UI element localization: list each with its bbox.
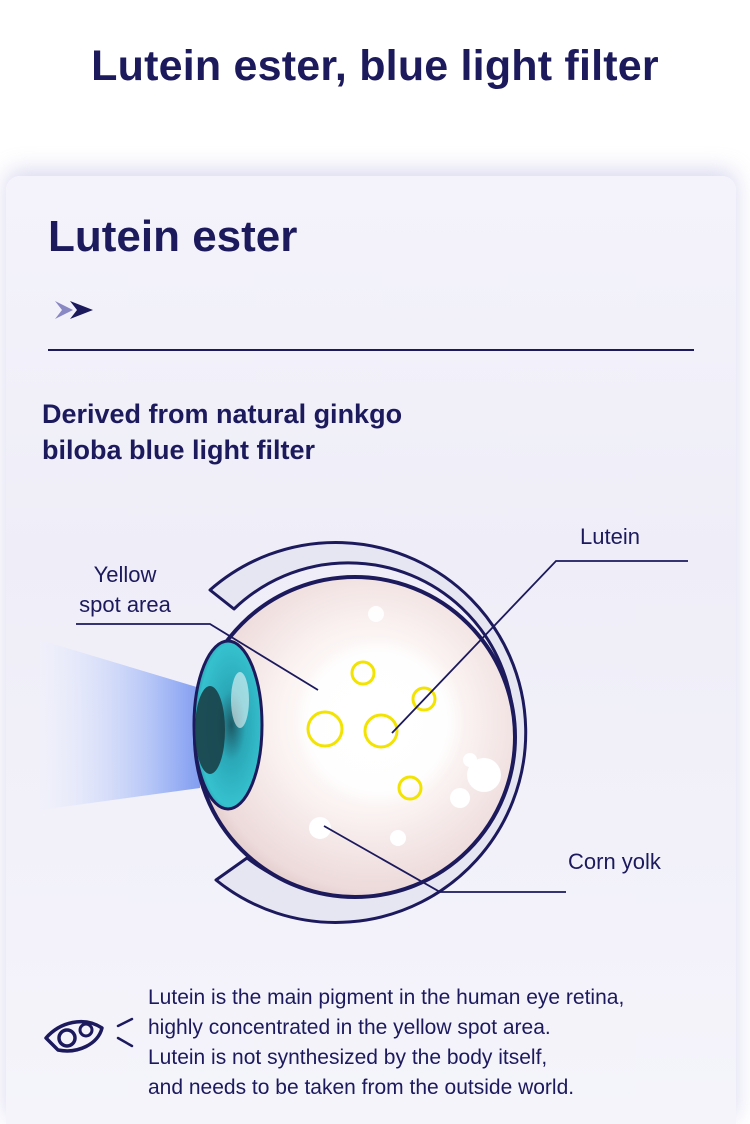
footer-description: Lutein is the main pigment in the human … [148,983,728,1103]
protective-shield [208,540,528,924]
page-title: Lutein ester, blue light filter [91,42,659,90]
lutein-granule [350,660,376,686]
eye-diagram [40,540,688,924]
yellow-spot-area [292,636,464,808]
lutein-leader-line [391,560,688,734]
section-subtitle: Derived from natural ginkgo biloba blue … [42,396,502,468]
iris-highlight [231,672,249,728]
lutein-granule [306,710,344,748]
eye-icon [44,1017,134,1053]
highlight-dot [450,788,470,808]
highlight-dot [467,758,501,792]
blue-light-beam [40,640,200,810]
footer-line-2: highly concentrated in the yellow spot a… [148,1016,551,1039]
subtitle-line-1: Derived from natural ginkgo [42,399,403,429]
corn-yolk-leader-line [323,825,566,893]
pupil [195,686,225,774]
double-chevron-icon [55,301,93,319]
lutein-granule [363,713,399,749]
section-title: Lutein ester [48,212,298,261]
yellow-spot-leader-line [76,623,319,691]
footer-line-1: Lutein is the main pigment in the human … [148,986,625,1009]
footer-line-3: Lutein is not synthesized by the body it… [148,1046,548,1069]
yellow-spot-label-line-1: Yellow [93,562,157,587]
footer-line-4: and needs to be taken from the outside w… [148,1076,575,1099]
section-divider [48,349,694,351]
lutein-granule [397,775,423,801]
highlight-dot [390,830,406,846]
highlight-dot [463,753,477,767]
yellow-spot-label-line-2: spot area [79,592,171,617]
subtitle-line-2: biloba blue light filter [42,435,315,465]
lutein-label: Lutein [580,524,640,549]
highlight-dot [309,817,331,839]
lutein-granule [411,686,437,712]
corn-yolk-label: Corn yolk [568,849,661,874]
highlight-dot [368,606,384,622]
yellow-spot-area-label: Yellow spot area [74,560,176,620]
